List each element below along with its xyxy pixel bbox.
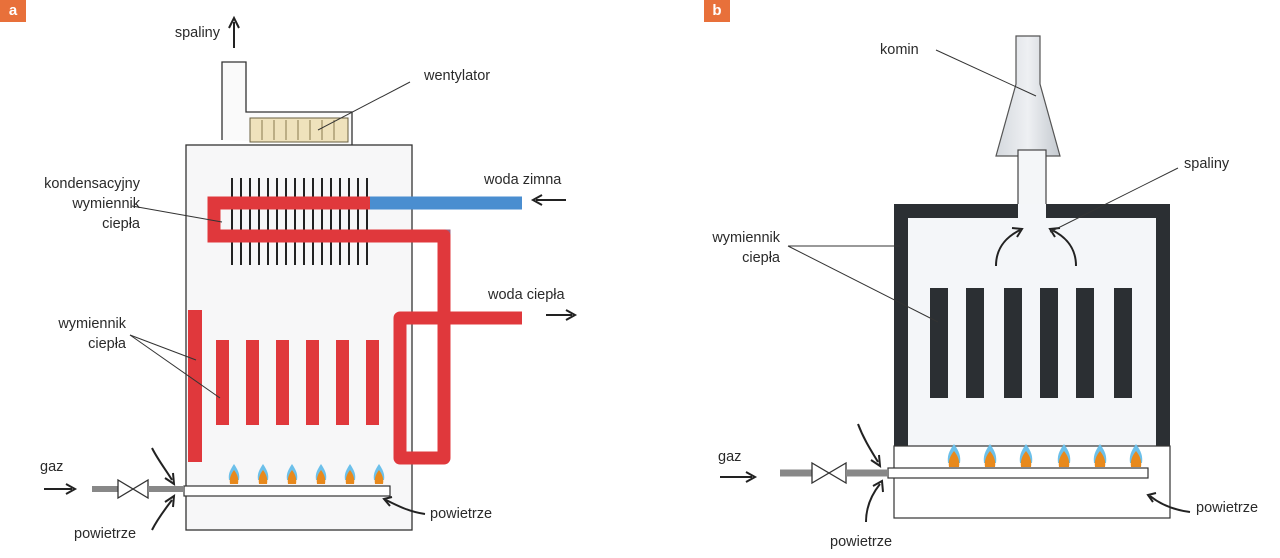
burner-flames [228, 464, 385, 484]
label-woda-zimna: woda zimna [483, 172, 562, 188]
air-arrow-b-top [857, 423, 879, 463]
air-arrow-b-right [1149, 495, 1191, 513]
burner-flames-b [947, 444, 1143, 467]
burner-tube-b [887, 467, 1149, 479]
hot-water-loop [393, 311, 522, 465]
label-powietrze-a-right: powietrze [430, 506, 492, 522]
panel-a-boiler [44, 15, 578, 531]
panel-b-badge: b [704, 0, 730, 22]
label-kondensacyjny-2: wymiennik [71, 196, 140, 212]
label-wymiennik-a-2: ciepła [88, 336, 127, 352]
panel-a-badge: a [0, 0, 26, 22]
fan-blades [261, 120, 335, 140]
air-arrow-b-bottom [865, 483, 881, 523]
air-arrow-bottom [151, 499, 173, 531]
hot-coil-pipe [207, 203, 451, 318]
panel-b-boiler [720, 35, 1191, 523]
label-gaz-a: gaz [40, 459, 63, 475]
label-wymiennik-b-2: ciepła [742, 250, 781, 266]
burner-tube [183, 485, 391, 497]
condensing-fins [231, 178, 368, 265]
flue-arrow-right [1051, 229, 1077, 267]
label-spaliny-a: spaliny [175, 25, 221, 41]
fan [249, 117, 349, 143]
exhaust-arrowhead [228, 15, 240, 29]
heat-exchanger-bars [216, 340, 379, 425]
chimney [995, 35, 1061, 157]
label-powietrze-a-left: powietrze [74, 526, 136, 542]
label-kondensacyjny-1: kondensacyjny [44, 176, 141, 192]
label-komin: komin [880, 42, 919, 58]
air-arrow-top [151, 447, 173, 481]
heat-exchanger-bars-b [930, 288, 1132, 398]
gas-valve-b [811, 461, 847, 485]
flue-neck [1017, 149, 1047, 215]
air-arrow-right [385, 499, 426, 515]
label-powietrze-b-bottom: powietrze [830, 534, 892, 550]
label-powietrze-b-right: powietrze [1196, 500, 1258, 516]
flue-arrow-left [995, 229, 1021, 267]
housing-left-wall [894, 204, 1018, 446]
label-spaliny-b: spaliny [1184, 156, 1230, 172]
label-wymiennik-b-1: wymiennik [711, 230, 780, 246]
housing-right-wall [1046, 204, 1170, 446]
label-gaz-b: gaz [718, 449, 741, 465]
label-woda-ciepla: woda ciepła [487, 287, 566, 303]
label-wentylator: wentylator [423, 68, 490, 84]
exchanger-side-bar [188, 310, 202, 462]
label-wymiennik-a-1: wymiennik [57, 316, 126, 332]
gas-valve [117, 478, 149, 500]
label-kondensacyjny-3: ciepła [102, 216, 141, 232]
